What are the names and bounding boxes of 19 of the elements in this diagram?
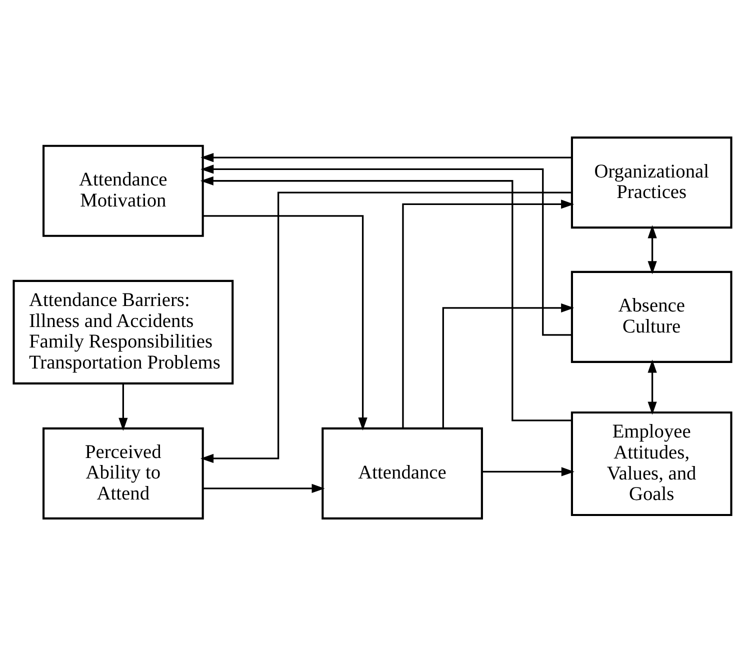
arrow — [202, 214, 368, 430]
node-box: Absence Culture — [570, 270, 732, 362]
node-box: Attendance — [322, 426, 483, 519]
node-box: Employee Attitudes, Values, and Goals — [570, 410, 732, 516]
arrow — [203, 483, 325, 492]
arrow — [200, 191, 572, 462]
arrow — [118, 383, 128, 430]
arrow — [200, 164, 572, 336]
arrow — [648, 359, 657, 414]
arrow — [648, 224, 657, 274]
arrow — [200, 152, 572, 162]
node-box: Organizational Practices — [570, 136, 732, 228]
node-box: Perceived Ability to Attend — [42, 426, 204, 519]
arrow — [442, 302, 574, 428]
node-box: Attendance Motivation — [42, 144, 204, 236]
arrow — [402, 199, 574, 428]
node-box: Attendance Barriers: Illness and Accidents Family Responsibilities Transportation Problems — [12, 279, 234, 384]
arrow — [482, 466, 574, 476]
arrow — [200, 176, 572, 421]
